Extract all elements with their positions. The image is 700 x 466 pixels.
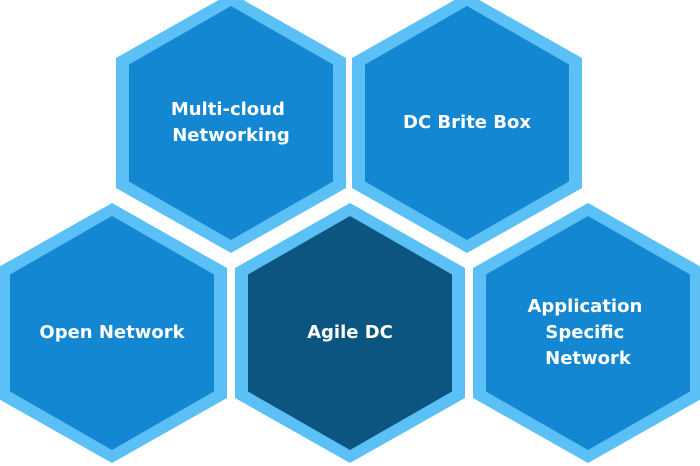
hex-agile-dc: Agile DC [235, 203, 465, 463]
hex-dc-brite-box-inner [365, 6, 569, 240]
hex-multi-cloud-line-1: Multi-cloud [171, 99, 285, 120]
hex-application-specific: Application Specific Network [473, 203, 700, 463]
hex-application-specific-line-3: Network [545, 348, 632, 369]
hex-open-network: Open Network [0, 203, 227, 463]
hex-open-network-line-1: Open Network [39, 322, 185, 343]
hex-application-specific-inner [486, 216, 690, 450]
hex-application-specific-line-2: Specific [545, 322, 624, 343]
hex-dc-brite-box-label: DC Brite Box [403, 112, 531, 133]
hex-multi-cloud-inner [129, 6, 333, 240]
hex-dc-brite-box-line-1: DC Brite Box [403, 112, 531, 133]
hex-agile-dc-label: Agile DC [307, 322, 393, 343]
hex-dc-brite-box: DC Brite Box [352, 0, 582, 253]
hex-open-network-label: Open Network [39, 322, 185, 343]
hex-multi-cloud-label: Multi-cloud Networking [171, 99, 291, 146]
hex-multi-cloud-line-2: Networking [172, 125, 290, 146]
hex-agile-dc-line-1: Agile DC [307, 322, 393, 343]
hex-application-specific-line-1: Application [527, 296, 642, 317]
hex-application-specific-label: Application Specific Network [527, 296, 648, 369]
hex-open-network-inner [10, 216, 214, 450]
hex-agile-dc-inner [248, 216, 452, 450]
hex-multi-cloud: Multi-cloud Networking [116, 0, 346, 253]
